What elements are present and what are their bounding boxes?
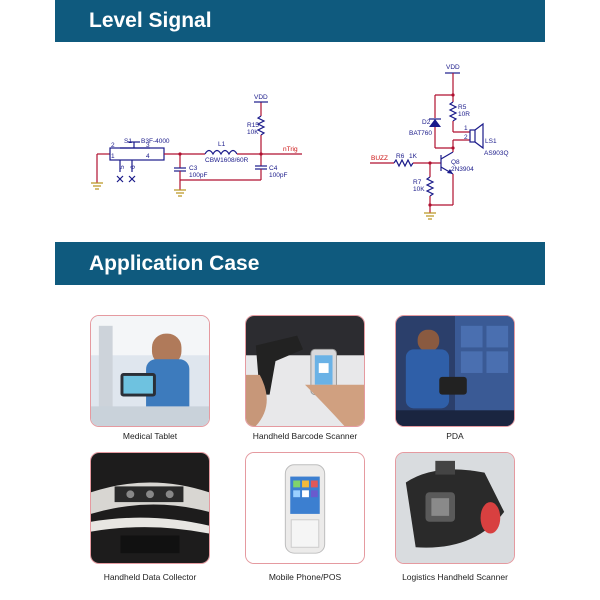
label-r6-val: 1K: [409, 153, 418, 160]
label-pin2: 2: [111, 142, 115, 149]
inductor-l1: [204, 149, 238, 156]
label-r15: R15: [247, 122, 259, 129]
label-pin6: 6: [130, 165, 137, 169]
label-c3-val: 100pF: [189, 172, 207, 179]
label-q8: Q8: [451, 159, 460, 166]
handheld-data-collector-image: [90, 452, 210, 564]
label-l1-val: CBW1608/60R: [205, 157, 249, 164]
label-c4-val: 100pF: [269, 172, 287, 179]
logistics-handheld-scanner-image: [395, 452, 515, 564]
label-r7: R7: [413, 179, 422, 186]
label-pin5: 5: [119, 165, 126, 169]
application-case-banner: Application Case: [55, 242, 545, 285]
label-pin4: 4: [146, 153, 150, 160]
label-r15-val: 10K: [247, 129, 259, 136]
level-signal-schematic: S1 B3F-4000 2 3 1 4 5 6 C3 100pF L1 CBW1…: [91, 64, 509, 220]
label-pin-ls1: 1: [464, 125, 468, 132]
label-buzz: BUZZ: [371, 155, 388, 162]
resistor-r5: [448, 95, 470, 133]
handheld-barcode-scanner-caption: Handheld Barcode Scanner: [252, 431, 358, 441]
label-l1: L1: [218, 141, 226, 148]
capacitor-c3: [174, 154, 186, 197]
label-r5: R5: [458, 104, 467, 111]
label-ls1: LS1: [485, 138, 497, 145]
vdd2-rail: [435, 72, 460, 97]
medical-tablet-caption: Medical Tablet: [122, 431, 178, 441]
pda-caption: PDA: [446, 431, 464, 441]
resistor-r6: [393, 158, 441, 168]
label-pin-ls2: 2: [464, 134, 468, 141]
label-d2: D2: [422, 119, 431, 126]
logistics-handheld-scanner-caption: Logistics Handheld Scanner: [402, 572, 508, 582]
label-c3: C3: [189, 165, 198, 172]
level-signal-title: Level Signal: [89, 9, 212, 32]
switch-s1: [109, 141, 165, 183]
resistor-r7: [424, 163, 436, 220]
label-r7-val: 10K: [413, 186, 425, 193]
level-signal-banner: Level Signal: [55, 0, 545, 42]
label-c4: C4: [269, 165, 278, 172]
resistor-r15: [254, 101, 268, 154]
label-vdd2: VDD: [446, 64, 460, 71]
switch-ground: [91, 154, 103, 190]
label-q8-val: 2N3904: [451, 166, 474, 173]
label-ntrig: nTrig: [283, 146, 298, 153]
label-r5-val: 10R: [458, 111, 470, 118]
handheld-barcode-scanner-image: [245, 315, 365, 427]
pda-image: [395, 315, 515, 427]
label-vdd1: VDD: [254, 94, 268, 101]
mobile-phone-pos-caption: Mobile Phone/POS: [268, 572, 342, 582]
transistor-q8: [430, 148, 454, 206]
label-r6: R6: [396, 153, 405, 160]
label-d2-val: BAT760: [409, 130, 432, 137]
label-pin3: 3: [146, 142, 150, 149]
capacitor-c4: [180, 154, 267, 181]
handheld-data-collector-caption: Handheld Data Collector: [103, 572, 197, 582]
label-ls1-val: AS903Q: [484, 150, 509, 157]
label-pin1: 1: [111, 153, 115, 160]
label-s1: S1: [124, 138, 132, 145]
mobile-phone-pos-image: [245, 452, 365, 564]
medical-tablet-image: [90, 315, 210, 427]
label-b3f: B3F-4000: [141, 138, 170, 145]
application-case-title: Application Case: [89, 251, 260, 275]
diode-d2: [429, 95, 453, 149]
